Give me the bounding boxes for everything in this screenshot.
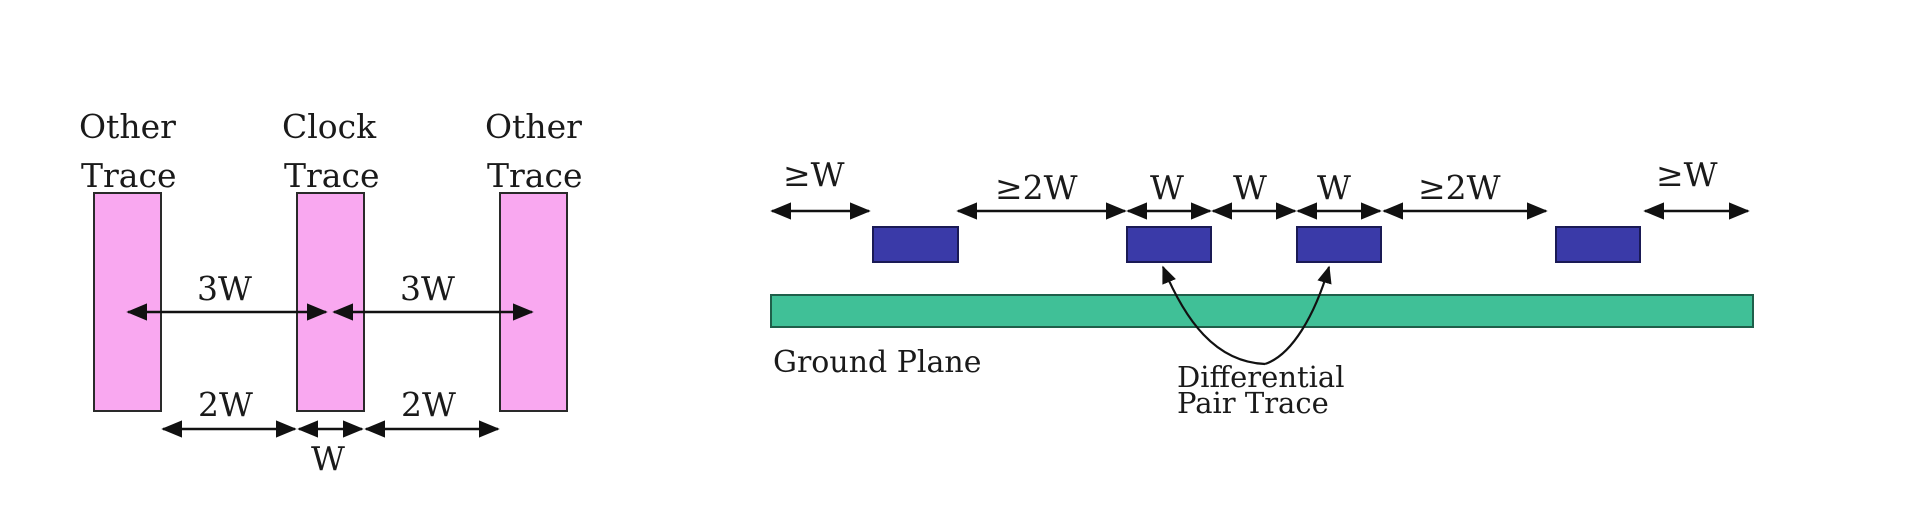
diff-width-left-label: W xyxy=(1150,168,1184,207)
diff-gap-label: W xyxy=(1233,168,1267,207)
clock-trace-rect xyxy=(296,192,365,412)
ground-plane-rect xyxy=(770,294,1754,328)
spacing-3w-left-label: 3W xyxy=(197,269,252,308)
edge-right-label: ≥W xyxy=(1656,155,1718,194)
other-trace-left-rect xyxy=(93,192,162,412)
diff-width-right-label: W xyxy=(1317,168,1351,207)
other-trace-right-label-line1: Other xyxy=(485,107,582,146)
signal-trace-left xyxy=(872,226,959,263)
other-trace-right-rect xyxy=(499,192,568,412)
spacing-3w-right-label: 3W xyxy=(400,269,455,308)
right-panel: ≥W ≥2W W W W ≥2W ≥W Ground Plane Differe… xyxy=(770,155,1754,420)
other-trace-left-label-line1: Other xyxy=(79,107,176,146)
width-w-label: W xyxy=(311,439,345,478)
clock-trace-label-line2: Trace xyxy=(284,156,379,195)
diff-pair-trace-left xyxy=(1126,226,1212,263)
other-trace-right-label-line2: Trace xyxy=(487,156,582,195)
diff-pair-trace-right xyxy=(1296,226,1382,263)
gap-2w-right-label: 2W xyxy=(401,385,456,424)
signal-trace-right xyxy=(1555,226,1641,263)
gap-2w-right-label: ≥2W xyxy=(1418,168,1501,207)
clock-trace-label-line1: Clock xyxy=(282,107,377,146)
gap-2w-left-label: 2W xyxy=(198,385,253,424)
differential-pair-callout-curve xyxy=(1161,265,1266,366)
left-panel: Other Trace Clock Trace Other Trace 3W 3… xyxy=(79,107,582,478)
differential-pair-label-line1: Differential xyxy=(1177,360,1345,394)
differential-pair-label-line2: Pair Trace xyxy=(1177,386,1329,420)
differential-pair-callout-curve-right xyxy=(1264,265,1332,366)
gap-2w-left-label: ≥2W xyxy=(995,168,1078,207)
ground-plane-label: Ground Plane xyxy=(773,345,982,380)
edge-left-label: ≥W xyxy=(783,155,845,194)
other-trace-left-label-line2: Trace xyxy=(81,156,176,195)
